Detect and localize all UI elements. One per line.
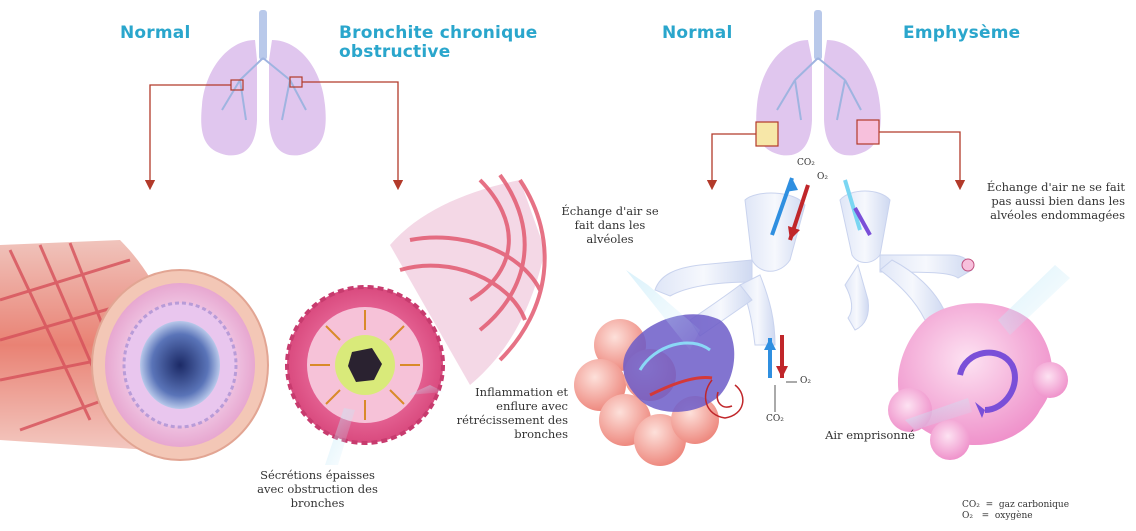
legend-co2: CO₂ = gaz carbonique (962, 500, 1069, 511)
legend: CO₂ = gaz carbonique O₂ = oxygène (962, 500, 1069, 522)
gas-label-leaders (775, 382, 797, 412)
note-secretions: Sécrétions épaisses avec obstruction des… (245, 468, 390, 510)
label-co2-bottom: CO₂ (766, 414, 784, 425)
note-inflammation: Inflammation et enflure avec rétrécissem… (448, 385, 568, 441)
title-bronchitis: Bronchite chronique obstructive (339, 24, 569, 62)
title-normal-left: Normal (120, 24, 191, 43)
damaged-alveoli-illustration (840, 191, 1068, 460)
label-co2-top: CO₂ (797, 158, 815, 169)
note-exchange-ok: Échange d'air se fait dans les alvéoles (555, 204, 665, 246)
legend-o2: O₂ = oxygène (962, 511, 1069, 522)
title-normal-right: Normal (662, 24, 733, 43)
label-o2-mid: O₂ (800, 376, 811, 387)
label-o2-top: O₂ (817, 172, 828, 183)
note-exchange-bad: Échange d'air ne se fait pas aussi bien … (975, 180, 1125, 222)
normal-bronchus-illustration (0, 240, 268, 460)
note-trapped-air: Air emprisonné (820, 428, 920, 442)
lungs-right-illustration (756, 10, 881, 155)
title-emphysema: Emphysème (903, 24, 1020, 43)
lungs-left-illustration (201, 10, 326, 155)
